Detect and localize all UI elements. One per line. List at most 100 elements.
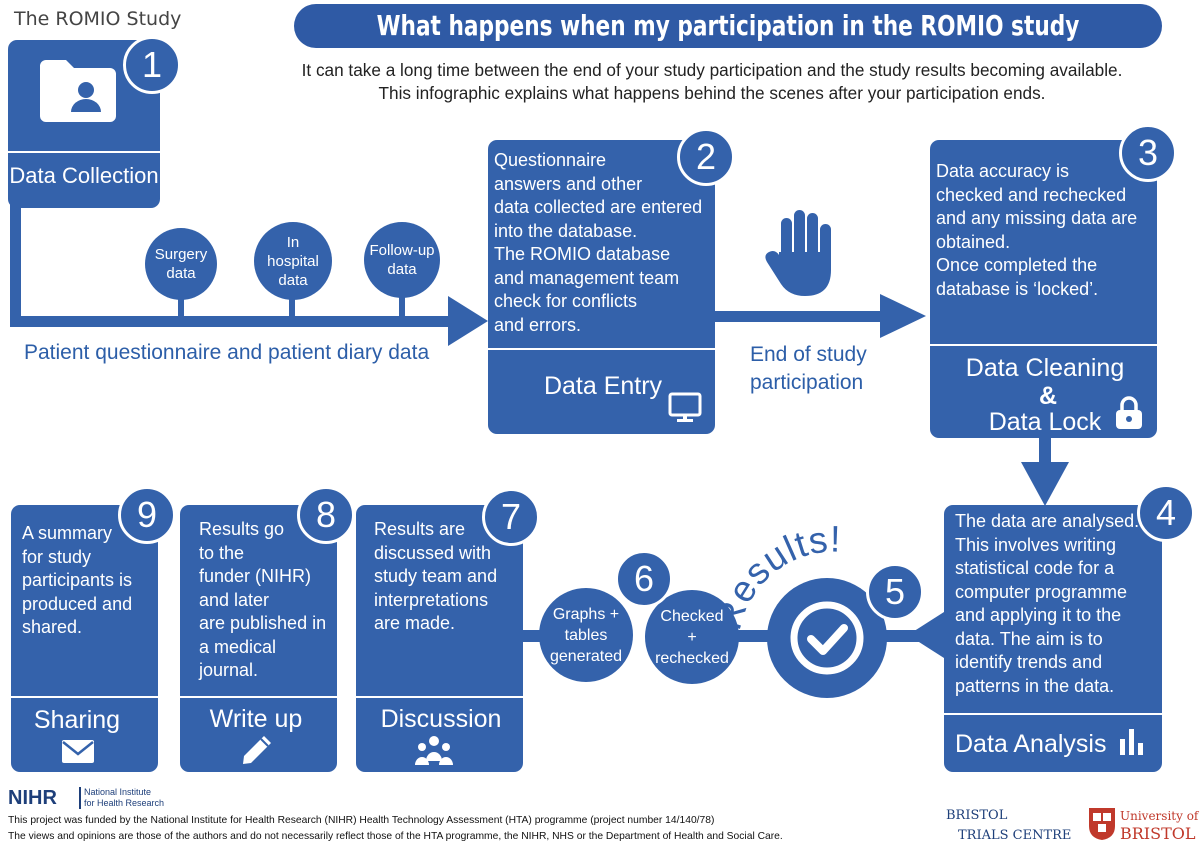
- body-line: are published in: [199, 613, 327, 633]
- circle-text: Checked: [660, 607, 724, 625]
- body-line: The data are analysed.: [955, 511, 1140, 531]
- body-line: A summary: [22, 523, 113, 543]
- circle-text: Surgery: [154, 246, 208, 263]
- envelope-icon: [62, 740, 94, 763]
- step-8-label: Write up: [209, 705, 303, 733]
- body-line: Once completed the: [936, 255, 1098, 275]
- body-line: patterns in the data.: [955, 675, 1115, 696]
- circle-text: Graphs +: [552, 605, 620, 623]
- body-line: Results go: [199, 519, 285, 539]
- circle-text: data: [166, 265, 196, 282]
- circle-text: rechecked: [655, 649, 729, 667]
- subtitle-line-1: It can take a long time between the end …: [301, 60, 1123, 80]
- body-line: computer programme: [955, 581, 1128, 602]
- step-2-data-entry: Questionnaire answers and other data col…: [488, 140, 715, 434]
- body-line: data. The aim is to: [955, 628, 1103, 649]
- circle-text: generated: [549, 647, 623, 665]
- body-line: and later: [199, 589, 270, 610]
- nihr-name-2: for Health Research: [84, 798, 165, 808]
- body-line: interpretations: [374, 589, 489, 610]
- step-5-number: 5: [866, 563, 924, 621]
- people-icon: [415, 736, 453, 765]
- body-line: This involves writing: [955, 534, 1117, 555]
- step-3-number: 3: [1119, 124, 1177, 182]
- body-line: and management team: [494, 267, 680, 288]
- step-4-label: Data Analysis: [955, 730, 1107, 758]
- circle-text: data: [387, 261, 417, 278]
- divider: [11, 696, 158, 698]
- checked-circle: Checked + rechecked: [645, 590, 739, 684]
- body-line: Questionnaire: [494, 150, 607, 170]
- body-line: participants is: [22, 570, 133, 590]
- step-8-number: 8: [297, 486, 355, 544]
- body-line: data collected are entered: [494, 197, 703, 217]
- nihr-name-1: National Institute: [84, 787, 152, 797]
- step-7-label: Discussion: [380, 705, 502, 733]
- funding-statement: This project was funded by the National …: [8, 815, 715, 826]
- body-line: The ROMIO database: [494, 244, 671, 264]
- uob-logo-line-1: University of: [1120, 809, 1199, 823]
- body-line: checked and rechecked: [936, 184, 1127, 205]
- end-caption-2: participation: [750, 371, 864, 394]
- step-9-number: 9: [118, 486, 176, 544]
- step-9-sharing: A summary for study participants is prod…: [11, 505, 158, 772]
- divider: [180, 696, 337, 698]
- step-9-body: A summary for study participants is prod…: [22, 522, 162, 640]
- body-line: Data accuracy is: [936, 161, 1070, 181]
- body-line: discussed with: [374, 542, 492, 563]
- body-line: a medical: [199, 636, 277, 657]
- step-2-body: Questionnaire answers and other data col…: [494, 149, 712, 337]
- step-8-write-up: Results go to the funder (NIHR) and late…: [180, 505, 337, 772]
- nihr-rule: [79, 787, 81, 809]
- romio-logo: The ROMIO Study: [14, 8, 182, 30]
- surgery-data-circle: Surgery data: [145, 228, 217, 300]
- subtitle-line-2: This infographic explains what happens b…: [378, 83, 1046, 103]
- collection-caption: Patient questionnaire and patient diary …: [24, 341, 430, 364]
- page-title: What happens when my participation in th…: [376, 9, 1080, 86]
- crest-icon: [1089, 808, 1115, 840]
- step-3-label-2: &: [1038, 382, 1058, 410]
- hand-stop-icon: [765, 210, 831, 296]
- follow-up-data-circle: Follow-up data: [364, 222, 440, 298]
- circle-text: data: [278, 271, 308, 289]
- body-line: into the database.: [494, 220, 638, 241]
- step-4-data-analysis: The data are analysed. This involves wri…: [944, 505, 1162, 772]
- divider: [8, 151, 160, 153]
- step-3-label-3: Data Lock: [988, 408, 1102, 436]
- bar-chart-icon: [1120, 729, 1143, 755]
- step-2-label: Data Entry: [543, 372, 663, 400]
- circle-text: Follow-up: [369, 242, 435, 259]
- checkmark-icon: [790, 601, 864, 675]
- nihr-logo: NIHR: [8, 787, 57, 809]
- body-line: shared.: [22, 617, 83, 637]
- body-line: obtained.: [936, 231, 1011, 252]
- title-banner: What happens when my participation in th…: [294, 4, 1162, 86]
- body-line: statistical code for a: [955, 558, 1115, 578]
- step-9-label: Sharing: [33, 706, 121, 734]
- step-4-number: 4: [1137, 484, 1195, 542]
- step-3-body: Data accuracy is checked and rechecked a…: [936, 160, 1154, 301]
- step-7-discussion: Results are discussed with study team an…: [356, 505, 523, 772]
- body-line: answers and other: [494, 173, 643, 194]
- disclaimer: The views and opinions are those of the …: [8, 831, 783, 842]
- body-line: check for conflicts: [494, 291, 638, 311]
- divider: [944, 713, 1162, 715]
- user-folder-icon: [40, 60, 116, 122]
- uob-logo-line-2: BRISTOL: [1120, 824, 1196, 843]
- body-line: database is ‘locked’.: [936, 278, 1099, 299]
- step-1-label: Data Collection: [9, 163, 159, 188]
- body-line: to the: [199, 542, 245, 563]
- circle-text: +: [687, 628, 697, 646]
- body-line: funder (NIHR): [199, 566, 312, 586]
- step-2-number: 2: [677, 128, 735, 186]
- pencil-icon: [243, 736, 271, 764]
- monitor-icon: [668, 392, 702, 422]
- step-1-number: 1: [123, 36, 181, 94]
- end-caption-1: End of study: [750, 343, 867, 366]
- divider: [930, 344, 1157, 346]
- body-line: and errors.: [494, 314, 582, 335]
- btc-logo-line-1: BRISTOL: [946, 808, 1008, 823]
- body-line: are made.: [374, 613, 456, 633]
